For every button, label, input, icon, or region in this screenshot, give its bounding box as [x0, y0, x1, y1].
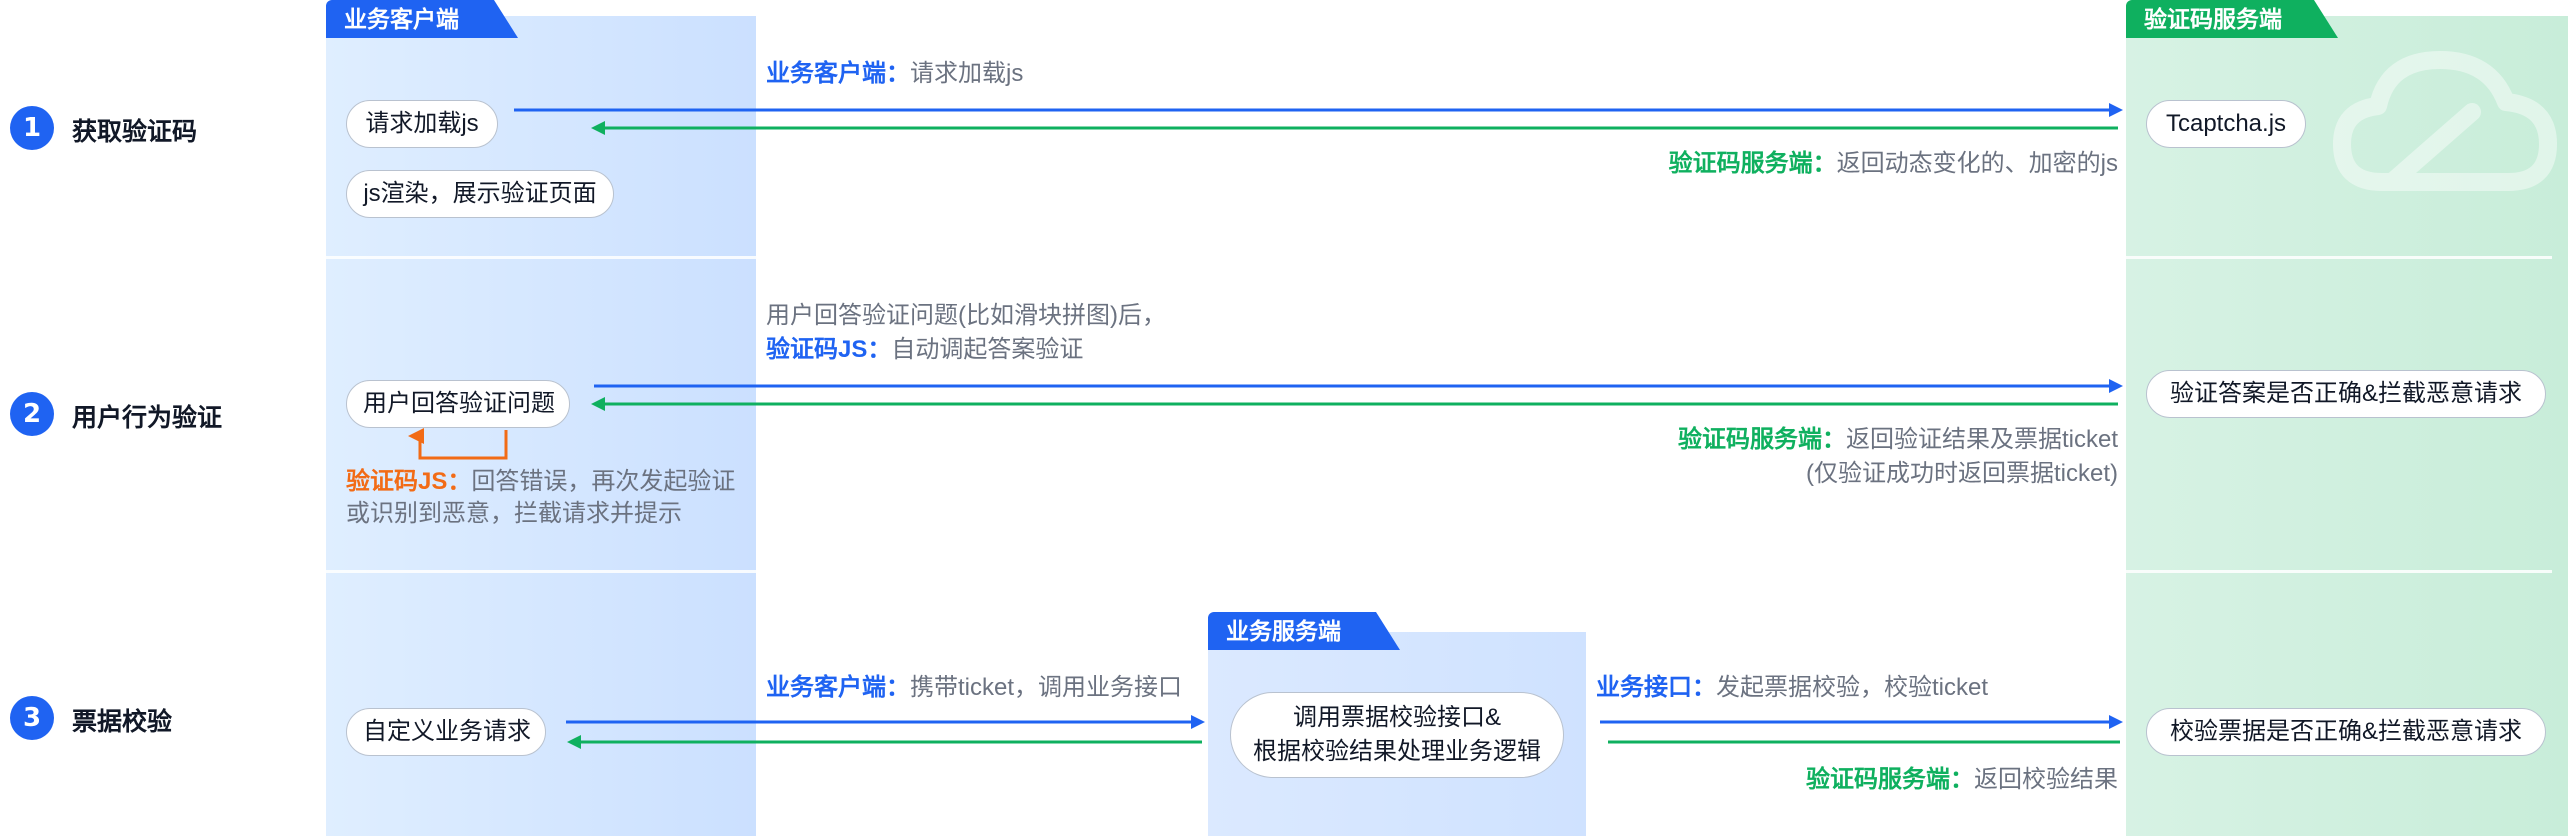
- step-2-return-text: 返回验证结果及票据ticket: [1845, 426, 2118, 453]
- business-server-tab: 业务服务端: [1208, 612, 1400, 650]
- step-2-request-line-2: 验证码JS：自动调起答案验证: [766, 334, 1083, 366]
- step-3-return-actor: 验证码服务端：: [1806, 766, 1974, 793]
- row-separator-1: [326, 256, 2552, 259]
- step-2-return-actor: 验证码服务端：: [1677, 426, 1846, 453]
- step-2-request-line-1: 用户回答验证问题(比如滑块拼图)后，: [766, 302, 1166, 329]
- custom-request-node: 自定义业务请求: [346, 708, 546, 756]
- step-1-request-actor: 业务客户端：: [766, 60, 910, 87]
- step-3-request-label: 业务客户端：携带ticket，调用业务接口: [766, 672, 1182, 704]
- captcha-service-title: 验证码服务端: [2144, 6, 2282, 32]
- step-2-request-text: 自动调起答案验证: [891, 336, 1084, 363]
- step-2-error-text-1: 回答错误，再次发起验证: [471, 468, 736, 495]
- business-client-title: 业务客户端: [344, 6, 459, 32]
- business-process-node: 调用票据校验接口& 根据校验结果处理业务逻辑: [1230, 692, 1564, 778]
- step-1-return-text: 返回动态变化的、加密的js: [1836, 150, 2118, 177]
- captcha-service-tab: 验证码服务端: [2126, 0, 2338, 38]
- business-process-line-1: 调用票据校验接口&: [1292, 704, 1501, 731]
- step-2-return-note: (仅验证成功时返回票据ticket): [1806, 460, 2118, 487]
- user-answer-node: 用户回答验证问题: [346, 380, 570, 428]
- step-3-return-text: 返回校验结果: [1974, 766, 2118, 793]
- captcha-service-lane: [2126, 16, 2568, 836]
- step-3-request-actor: 业务客户端：: [766, 674, 910, 701]
- step-2-title: 用户行为验证: [72, 404, 223, 432]
- verify-ticket-node: 校验票据是否正确&拦截恶意请求: [2146, 708, 2546, 756]
- cloud-icon: [2333, 51, 2557, 191]
- step-1-request-text: 请求加载js: [910, 60, 1024, 87]
- step-2-number: 2: [10, 392, 54, 436]
- step-3-api-actor: 业务接口：: [1596, 674, 1716, 701]
- render-js-node: js渲染，展示验证页面: [346, 170, 614, 218]
- business-client-tab: 业务客户端: [326, 0, 518, 38]
- step-1-return-actor: 验证码服务端：: [1668, 150, 1837, 177]
- step-1-title: 获取验证码: [72, 118, 198, 146]
- step-1-return-label: 验证码服务端：返回动态变化的、加密的js: [1669, 148, 2118, 180]
- verify-answer-node: 验证答案是否正确&拦截恶意请求: [2146, 370, 2546, 418]
- load-js-node: 请求加载js: [346, 100, 498, 148]
- step-2-error-actor: 验证码JS：: [346, 468, 472, 495]
- step-2-return-label: 验证码服务端：返回验证结果及票据ticket: [1678, 424, 2118, 456]
- row-separator-2: [326, 570, 2552, 573]
- step-3-api-text: 发起票据校验，校验ticket: [1716, 674, 1989, 701]
- step-1-request-label: 业务客户端：请求加载js: [766, 58, 1023, 90]
- step-2-error-line-1: 验证码JS：回答错误，再次发起验证: [346, 466, 735, 498]
- step-3-number: 3: [10, 696, 54, 740]
- step-3-title: 票据校验: [72, 708, 173, 736]
- step-1-number: 1: [10, 106, 54, 150]
- business-process-line-2: 根据校验结果处理业务逻辑: [1253, 738, 1541, 765]
- tcaptcha-node: Tcaptcha.js: [2146, 100, 2306, 148]
- step-3-request-text: 携带ticket，调用业务接口: [910, 674, 1183, 701]
- step-3-return-label: 验证码服务端：返回校验结果: [1806, 764, 2118, 796]
- business-server-title: 业务服务端: [1226, 618, 1341, 644]
- step-2-request-actor: 验证码JS：: [766, 336, 892, 363]
- step-3-api-label: 业务接口：发起票据校验，校验ticket: [1596, 672, 1988, 704]
- step-2-error-line-2: 或识别到恶意，拦截请求并提示: [346, 500, 682, 527]
